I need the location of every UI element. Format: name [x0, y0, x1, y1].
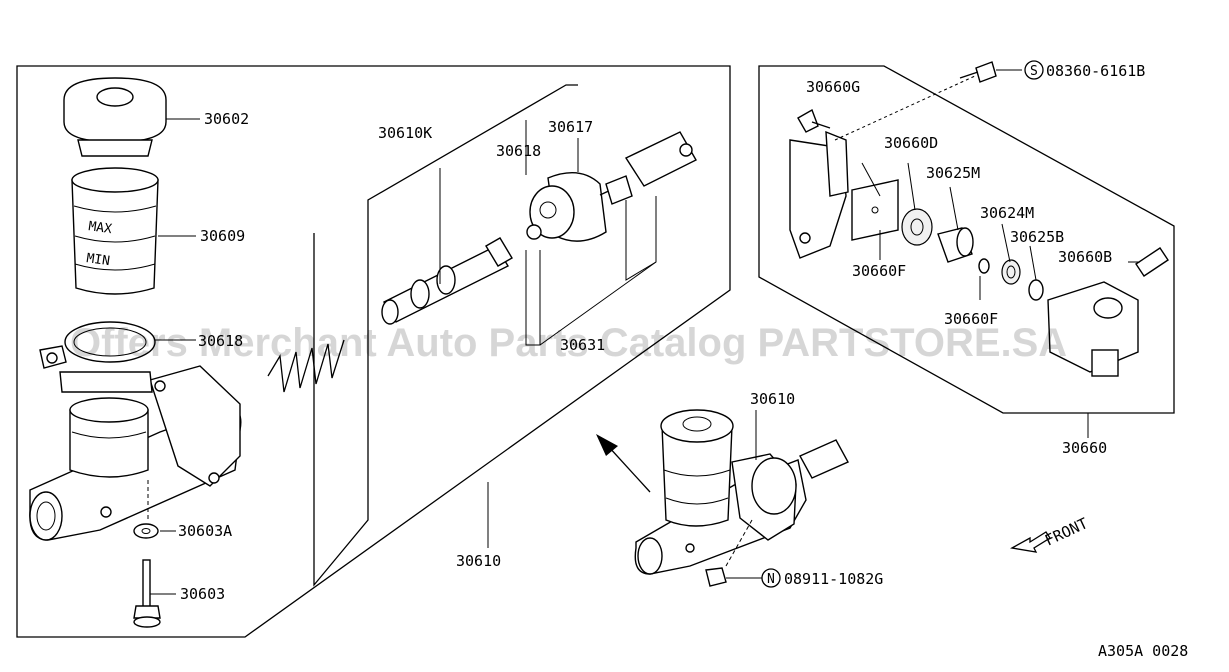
label-30660F-a: 30660F	[852, 262, 906, 280]
grommet	[901, 208, 933, 246]
label-30610-assy: 30610	[750, 390, 795, 408]
right-kit-frame	[758, 65, 1175, 414]
watermark: Offers Merchant Auto Parts Catalog PARTS…	[70, 321, 1067, 365]
bleeder-screw	[1135, 247, 1169, 277]
front-label: FRONT	[1042, 514, 1091, 549]
label-30625M: 30625M	[926, 164, 980, 182]
washer	[133, 523, 159, 539]
s-symbol-circle	[1024, 60, 1044, 80]
n-symbol: N	[767, 572, 775, 587]
top-bolt	[959, 61, 997, 83]
piston	[937, 227, 974, 263]
seal-ring	[978, 258, 990, 274]
diagram-code: A305A 0028	[1098, 642, 1188, 660]
hose-clamp	[39, 321, 156, 369]
installed-master-cylinder	[634, 409, 849, 575]
dust-boot	[526, 172, 607, 242]
piston-assembly	[381, 237, 513, 325]
master-cylinder-body	[29, 365, 242, 541]
return-spring	[267, 339, 345, 393]
cup-seal	[1001, 259, 1021, 285]
label-08911-1082G: 08911-1082G	[784, 570, 883, 588]
label-30618-left: 30618	[198, 332, 243, 350]
n-symbol-circle	[761, 568, 781, 588]
reservoir-body: MAX MIN	[71, 167, 159, 295]
slave-cylinder	[1047, 281, 1139, 377]
nut	[705, 567, 727, 587]
reservoir-cap	[63, 77, 167, 157]
min-mark: MIN	[85, 251, 110, 269]
gasket-plate	[851, 179, 899, 241]
label-30660: 30660	[1062, 439, 1107, 457]
label-30660G: 30660G	[806, 78, 860, 96]
label-30602: 30602	[204, 110, 249, 128]
label-30631: 30631	[560, 336, 605, 354]
label-30660B: 30660B	[1058, 248, 1112, 266]
label-30603: 30603	[180, 585, 225, 603]
label-30625B: 30625B	[1010, 228, 1064, 246]
label-30624M: 30624M	[980, 204, 1034, 222]
label-30609: 30609	[200, 227, 245, 245]
label-30603A: 30603A	[178, 522, 232, 540]
max-mark: MAX	[87, 219, 113, 237]
bolt	[133, 559, 161, 628]
label-30610-kit: 30610	[456, 552, 501, 570]
front-arrow	[1010, 531, 1051, 553]
small-bolt	[797, 108, 831, 133]
push-rod	[599, 131, 697, 205]
label-30660D: 30660D	[884, 134, 938, 152]
s-symbol: S	[1030, 64, 1038, 79]
spring-small	[1028, 279, 1044, 301]
repair-kit-bracket	[313, 84, 578, 587]
left-kit-frame	[16, 65, 731, 638]
label-30617: 30617	[548, 118, 593, 136]
label-08360-6161B: 08360-6161B	[1046, 62, 1145, 80]
label-30618: 30618	[496, 142, 541, 160]
label-30610K: 30610K	[378, 124, 432, 142]
label-30660F-b: 30660F	[944, 310, 998, 328]
mounting-bracket	[789, 130, 849, 259]
direction-arrow	[596, 434, 651, 493]
